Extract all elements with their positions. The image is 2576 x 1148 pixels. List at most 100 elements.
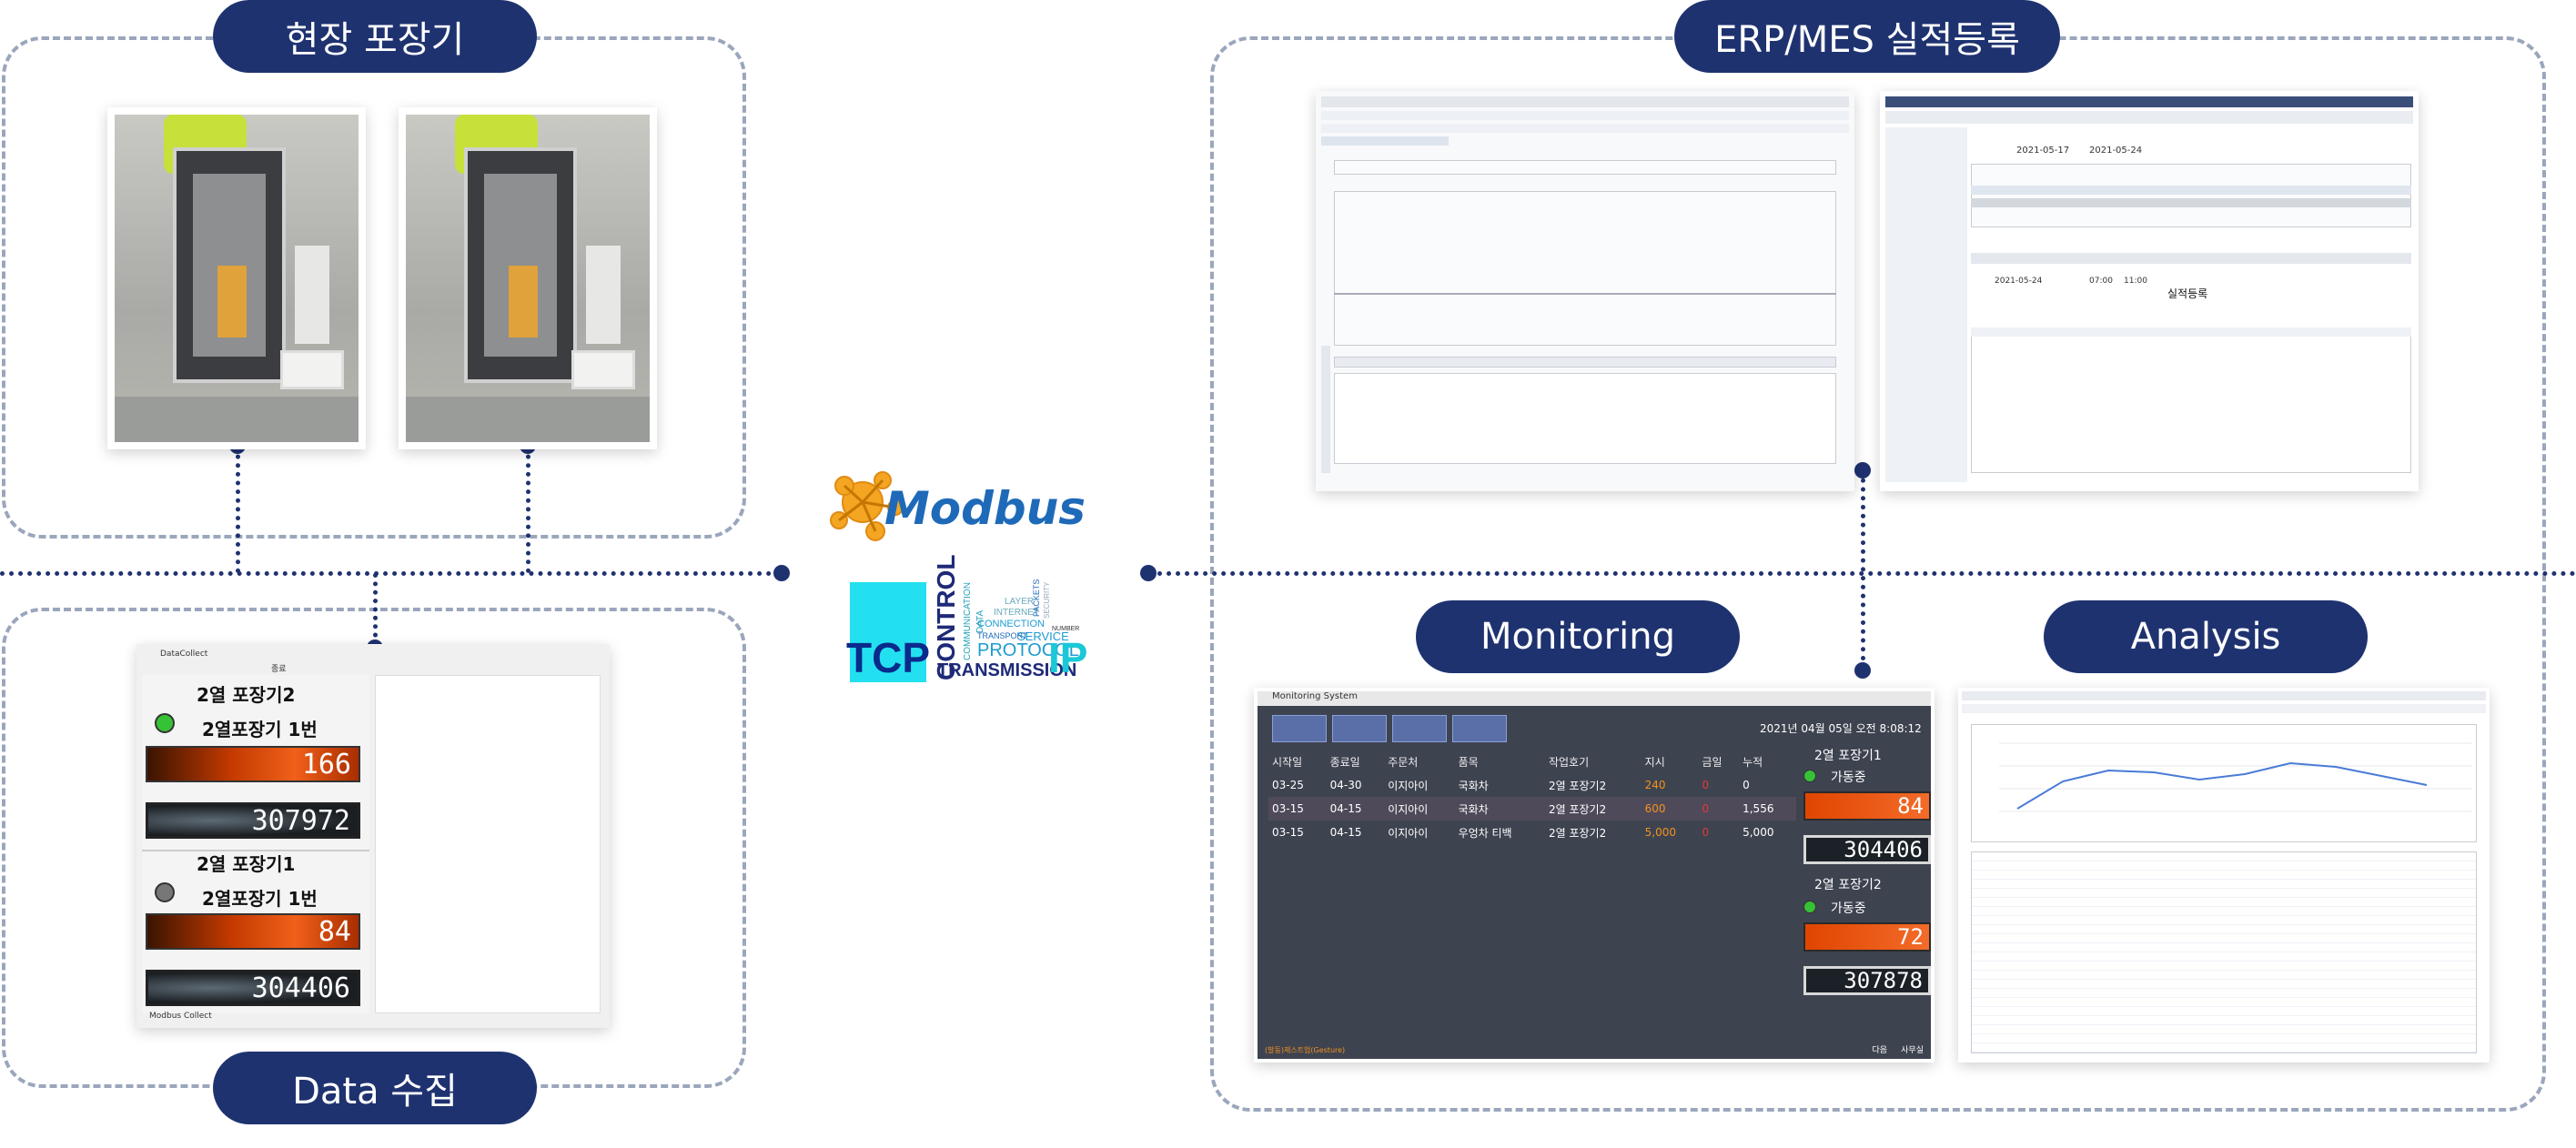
table-row[interactable]: 03-15 04-15 이지아이 우엉차 티백 2열 포장기2 5,000 0 … [1268,821,1796,844]
machine2-total-display: 307972 [146,802,360,839]
monitoring-dot [1854,662,1871,679]
analysis-trend-line [1999,742,2472,812]
col-today: 금일 [1702,755,1722,769]
cell: 국화차 [1454,797,1545,821]
cell: 04-30 [1329,779,1362,791]
cell: 03-15 [1272,826,1304,839]
data-collection-title: Data 수집 [292,1071,458,1113]
modbus-wordmark: Modbus [884,482,1086,535]
cell: 0 [1698,797,1740,821]
machine-image-2 [406,115,650,442]
cloud-word-transmission: TRANSMISSION [937,660,1077,680]
data-collect-log-panel [375,675,601,1013]
monitoring-footer-admin[interactable]: 사무실 [1901,1046,1924,1055]
monitoring-button-1[interactable] [1272,715,1327,742]
monitoring-screenshot: Monitoring System 2021년 04월 05일 오전 8:08:… [1254,688,1935,1062]
data-collect-footer: Modbus Collect [149,1012,212,1021]
cloud-word-internet: INTERNET [994,608,1039,618]
mon-machine1-total: 304406 [1803,835,1931,864]
monitoring-title-bar: Monitoring System [1258,691,1931,706]
monitoring-button-2[interactable] [1332,715,1387,742]
cell: 03-15 [1268,797,1327,821]
mon-machine2-total: 307878 [1803,966,1931,995]
cloud-word-security: SECURITY [1043,581,1051,619]
erp2-work-date[interactable]: 2021-05-24 [1995,277,2043,286]
cell: 이지아이 [1388,826,1429,840]
monitoring-title: Monitoring [1480,616,1675,658]
erp-mes-pill: ERP/MES 실적등록 [1674,0,2060,73]
table-row[interactable]: 03-15 04-15 이지아이 국화차 2열 포장기2 600 0 1,556 [1268,797,1796,821]
table-row[interactable]: 03-25 04-30 이지아이 국화차 2열 포장기2 240 0 0 [1268,773,1796,797]
cell: 2열 포장기2 [1544,797,1642,821]
mon-machine1-status: 가동중 [1831,770,1866,785]
mon-machine2-name: 2열 포장기2 [1814,878,1882,892]
mon-machine2-count: 72 [1803,922,1931,952]
erp-screenshot-1 [1316,91,1854,491]
mon-machine1-led [1803,770,1816,782]
left-connector-line [0,571,781,576]
data-collect-window: DataCollect 종료 2열 포장기2 2열포장기 1번 166 3079… [136,644,610,1028]
cloud-word-packets: PACKETS [1032,579,1041,617]
machine2-status-led [155,713,175,733]
cloud-word-transport: TRANSPORT [977,631,1028,640]
erp-dot [1854,462,1871,478]
col-end: 종료일 [1329,755,1360,769]
data-collect-title: DataCollect [160,650,208,659]
packaging-machine-photo-2 [399,107,657,449]
cell: 5,000 [1743,826,1774,839]
analysis-title: Analysis [2130,616,2281,658]
cell: 2열 포장기2 [1548,826,1607,840]
monitoring-footer-next[interactable]: 다음 [1872,1046,1887,1055]
cloud-word-number: NUMBER [1052,626,1080,632]
monitoring-table: 시작일 종료일 주문처 품목 작업호기 지시 금일 누적 03-25 04-30… [1268,750,1796,844]
ip-label: IP [1048,634,1088,681]
erp-screenshot-2: 2021-05-17 2021-05-24 2021-05-24 07:00 1… [1880,91,2419,491]
monitoring-header-row: 시작일 종료일 주문처 품목 작업호기 지시 금일 누적 [1268,750,1796,773]
mon-machine2-status: 가동중 [1831,901,1866,916]
col-machine: 작업호기 [1548,755,1590,769]
data-collect-left-panel: 2열 포장기2 2열포장기 1번 166 307972 2열 포장기1 2열포장… [142,675,369,1013]
col-customer: 주문처 [1388,755,1419,769]
field-packaging-title: 현장 포장기 [285,19,465,61]
data-collection-pill: Data 수집 [213,1052,537,1124]
col-order: 지시 [1644,755,1665,769]
cloud-word-connection: CONNECTION [977,619,1045,629]
monitoring-footer-left: (발동)제스트업(Gesture) [1265,1046,1346,1054]
cell: 5,000 [1644,826,1677,839]
monitoring-datetime: 2021년 04월 05일 오전 8:08:12 [1760,722,1922,735]
cell: 0 [1702,779,1710,791]
machine1-connector [236,446,240,573]
right-connector-dot [1140,565,1157,581]
erp-connector [1861,469,1865,670]
erp2-date-to[interactable]: 2021-05-24 [2089,146,2143,156]
modbus-logo: Modbus [826,466,1099,557]
monitoring-pill: Monitoring [1416,600,1740,673]
analysis-pill: Analysis [2044,600,2368,673]
machine1-status-led [155,882,175,902]
machine2-title: 2열 포장기2 [197,684,296,706]
analysis-line-chart [1971,724,2477,842]
erp-mes-title: ERP/MES 실적등록 [1714,19,2020,61]
modbus-network-icon [830,471,904,541]
cell: 04-15 [1326,797,1385,821]
cloud-word-service: SERVICE [1017,629,1069,643]
machine1-total-display: 304406 [146,970,360,1006]
monitoring-button-4[interactable] [1452,715,1507,742]
erp2-date-from[interactable]: 2021-05-17 [2016,146,2070,156]
machine-image-1 [115,115,359,442]
cell: 우엉차 티백 [1458,826,1512,840]
monitoring-side-panel: 2열 포장기1 가동중 84 304406 2열 포장기2 가동중 72 307… [1803,746,1931,1041]
erp2-end-time[interactable]: 11:00 [2124,277,2147,286]
packaging-machine-photo-1 [107,107,366,449]
monitoring-button-3[interactable] [1392,715,1447,742]
mon-machine1-count: 84 [1803,791,1931,821]
erp2-start-time[interactable]: 07:00 [2089,277,2113,286]
data-collect-stop[interactable]: 종료 [271,665,287,674]
machine-divider [142,850,369,851]
col-item: 품목 [1458,755,1479,769]
erp2-register-button[interactable]: 실적등록 [2167,287,2208,300]
col-total: 누적 [1743,755,1763,769]
cell: 2열 포장기2 [1548,779,1607,792]
cell: 0 [1702,826,1710,839]
